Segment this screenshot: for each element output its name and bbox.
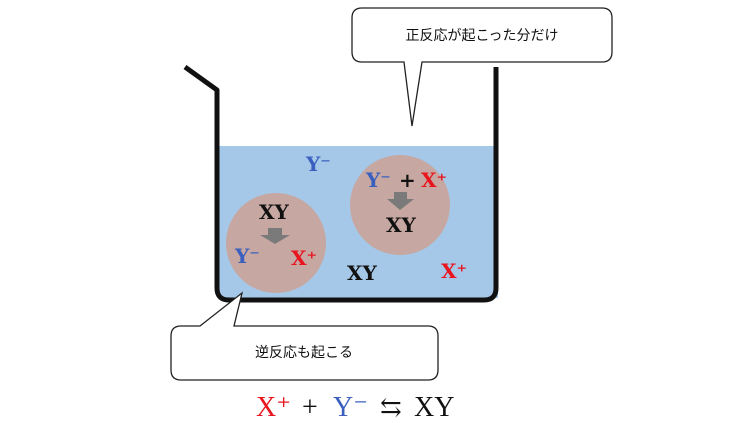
forward-callout-text: 正反応が起こった分だけ	[405, 28, 558, 44]
free-x-ion: X⁺	[441, 259, 467, 283]
forward-callout	[351, 7, 613, 127]
equation-plus: +	[302, 392, 318, 423]
forward-xy-product: XY	[386, 213, 417, 237]
free-y-ion: Y⁻	[305, 152, 331, 176]
forward-x-ion: X⁺	[421, 168, 447, 192]
down-arrow-icon	[387, 192, 414, 210]
reverse-xy-reactant: XY	[259, 200, 290, 224]
reverse-callout-text: 逆反応も起こる	[255, 345, 353, 361]
forward-y-ion: Y⁻	[365, 168, 391, 192]
equation-equilibrium-arrow: ⇆	[380, 393, 402, 422]
free-xy: XY	[347, 261, 378, 285]
equation-y-ion: Y⁻	[333, 392, 368, 423]
equation-xy: XY	[414, 392, 454, 423]
down-arrow-icon	[260, 228, 290, 244]
equation-x-ion: X⁺	[256, 392, 291, 423]
reverse-y-ion: Y⁻	[234, 244, 260, 268]
reverse-callout	[170, 291, 439, 381]
beaker	[183, 64, 499, 303]
forward-plus-sign: +	[399, 168, 416, 192]
reverse-x-ion: X⁺	[291, 246, 317, 270]
